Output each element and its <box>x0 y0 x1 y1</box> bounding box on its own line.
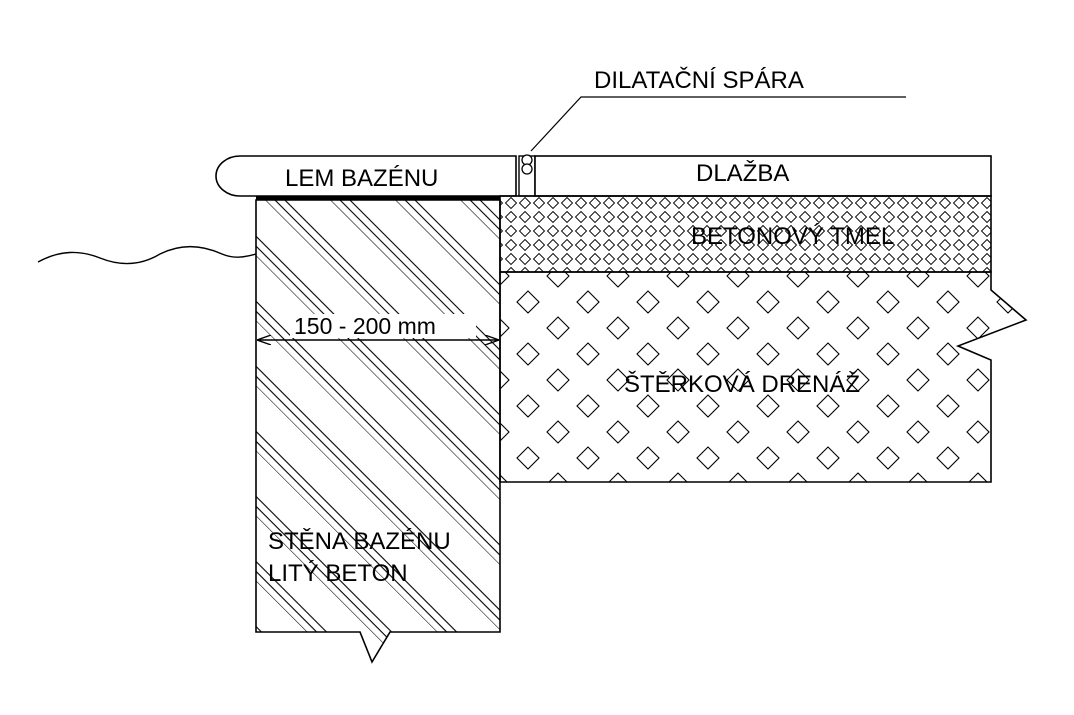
paving-label: DLAŽBA <box>696 160 789 187</box>
pool-edge-coping <box>215 155 517 197</box>
pool-wall-label-line1: STĚNA BAZÉNU <box>268 528 451 555</box>
dimension-label-mask <box>290 314 476 338</box>
water-surface-line <box>37 245 257 265</box>
pool-wall <box>255 199 501 664</box>
expansion-joint-label: DILATAČNÍ SPÁRA <box>594 66 804 94</box>
joint-seal-bottom <box>521 163 533 175</box>
concrete-mortar-label: BETONOVÝ TMEL <box>691 223 894 250</box>
gravel-drainage-layer <box>499 271 1028 483</box>
concrete-mortar-layer <box>499 195 992 273</box>
pool-edge-label: LEM BAZÉNU <box>285 165 438 192</box>
expansion-joint-leader <box>530 96 906 152</box>
pool-wall-label-line2: LITÝ BETON <box>268 560 408 587</box>
wall-thickness-label: 150 - 200 mm <box>294 313 436 339</box>
gravel-drainage-label: ŠTĚRKOVÁ DRENÁŽ <box>624 370 860 398</box>
